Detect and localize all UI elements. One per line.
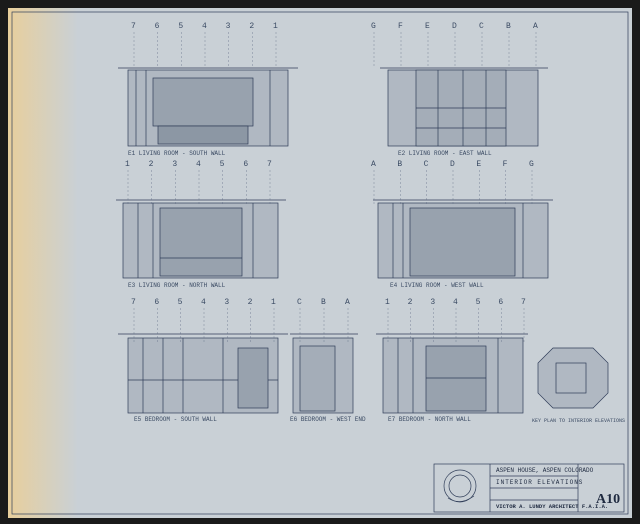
grid-label-e4: G: [529, 160, 534, 169]
grid-label-e3: 5: [219, 160, 225, 169]
grid-label-e4: F: [502, 160, 508, 169]
grid-label-e3: 1: [125, 160, 130, 169]
grid-label-e7: 1: [385, 298, 390, 307]
grid-label-e2: G: [371, 22, 376, 31]
grid-label-e1: 5: [178, 22, 184, 31]
grid-label-e7: 5: [475, 298, 481, 307]
caption-e7: E7 BEDROOM - NORTH WALL: [388, 416, 471, 423]
grid-label-e2: C: [479, 22, 484, 31]
grid-label-e1: 7: [131, 22, 136, 31]
grid-label-e3: 3: [172, 160, 178, 169]
grid-label-e3: 7: [267, 160, 272, 169]
caption-e5: E5 BEDROOM - SOUTH WALL: [134, 416, 217, 423]
grid-label-e4: E: [476, 160, 482, 169]
caption-e6: E6 BEDROOM - WEST END: [290, 416, 366, 423]
grid-label-e5: 3: [224, 298, 230, 307]
elevation-e3: [116, 199, 286, 279]
grid-label-e5: 6: [154, 298, 160, 307]
grid-label-e5: 7: [131, 298, 136, 307]
elevation-e6: [290, 333, 358, 414]
grid-label-e6: A: [345, 298, 350, 307]
grid-label-e5: 4: [201, 298, 206, 307]
grid-label-e4: B: [397, 160, 403, 169]
elevation-e7: [376, 333, 528, 414]
key-plan: [537, 347, 609, 409]
elevation-e1: [118, 67, 298, 147]
paper-stain: [8, 8, 78, 518]
caption-e1: E1 LIVING ROOM - SOUTH WALL: [128, 150, 226, 157]
sheet-number: A10: [596, 492, 621, 507]
grid-label-e7: 3: [430, 298, 436, 307]
elevation-e5: [118, 333, 288, 414]
elevation-drawings: [11, 11, 629, 515]
sheet-border: [11, 11, 629, 515]
grid-label-e3: 6: [243, 160, 249, 169]
grid-label-e2: D: [452, 22, 457, 31]
grid-label-e1: 3: [225, 22, 231, 31]
caption-e3: E3 LIVING ROOM - NORTH WALL: [128, 282, 226, 289]
grid-label-e2: E: [425, 22, 430, 31]
grid-label-e1: 6: [154, 22, 160, 31]
caption-key-plan: KEY PLAN TO INTERIOR ELEVATIONS: [532, 418, 626, 424]
grid-label-e3: 4: [196, 160, 201, 169]
architect-name: VICTOR A. LUNDY ARCHITECT F.A.I.A.: [496, 503, 609, 510]
grid-label-e3: 2: [148, 160, 154, 169]
architect-seal: [443, 469, 477, 503]
sheet-title: INTERIOR ELEVATIONS: [496, 479, 584, 486]
grid-label-e2: A: [533, 22, 538, 31]
title-block: [433, 463, 625, 513]
grid-label-e1: 4: [202, 22, 207, 31]
grid-label-e7: 4: [453, 298, 458, 307]
grid-label-e7: 7: [521, 298, 526, 307]
caption-e2: E2 LIVING ROOM - EAST WALL: [398, 150, 492, 157]
grid-label-e7: 2: [407, 298, 413, 307]
grid-label-e7: 6: [498, 298, 504, 307]
grid-label-e5: 5: [177, 298, 183, 307]
grid-label-e1: 1: [273, 22, 278, 31]
grid-label-e6: C: [297, 298, 302, 307]
grid-label-e4: C: [423, 160, 429, 169]
elevation-e2: [380, 67, 548, 147]
grid-label-e2: B: [506, 22, 511, 31]
grid-label-e4: A: [371, 160, 376, 169]
grid-label-e5: 1: [271, 298, 276, 307]
elevation-e4: [373, 199, 553, 279]
grid-label-e4: D: [450, 160, 455, 169]
grid-label-e6: B: [321, 298, 326, 307]
grid-label-e1: 2: [249, 22, 255, 31]
signature-mark: [447, 495, 475, 502]
caption-e4: E4 LIVING ROOM - WEST WALL: [390, 282, 484, 289]
grid-label-e2: F: [398, 22, 403, 31]
project-name: ASPEN HOUSE, ASPEN COLORADO: [496, 467, 594, 474]
grid-label-e5: 2: [247, 298, 253, 307]
